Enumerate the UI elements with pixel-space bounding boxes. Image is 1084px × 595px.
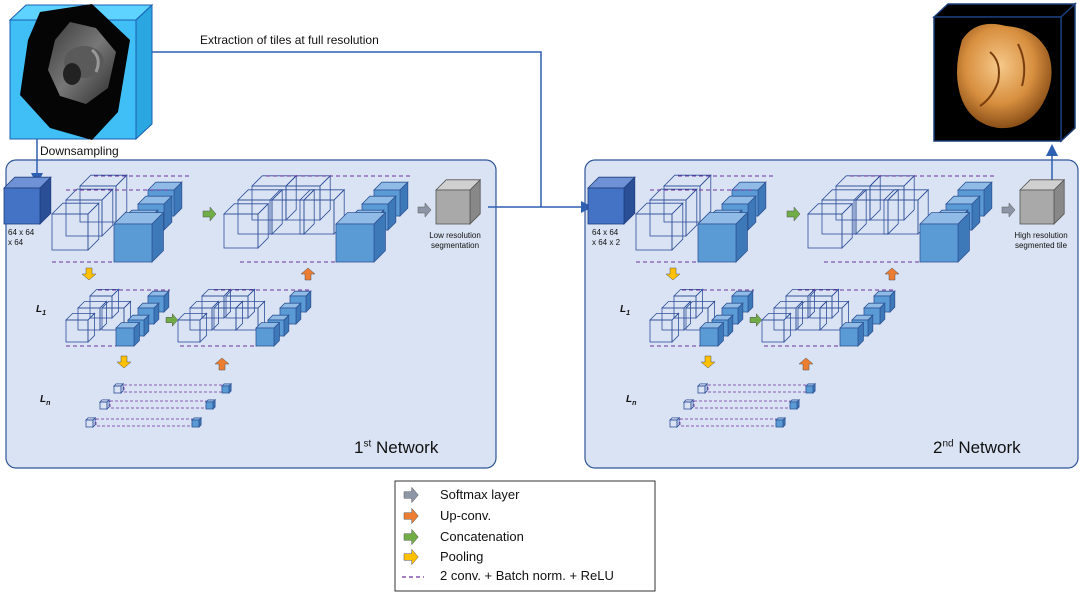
l1-encoder-outline-cube bbox=[661, 300, 692, 331]
ln-input-cube bbox=[669, 416, 681, 428]
encoder-output-cube bbox=[697, 211, 749, 263]
legend-upconv-label: Up-conv. bbox=[440, 508, 492, 523]
downsampling-label: Downsampling bbox=[40, 144, 119, 158]
concat-arrow-l0 bbox=[786, 206, 801, 222]
decoder-outline-cube bbox=[807, 202, 854, 249]
concat-arrow-l1 bbox=[165, 313, 179, 327]
decoder-outline-cube bbox=[223, 202, 270, 249]
decoder-outline-cube bbox=[269, 188, 316, 235]
softmax-arrow bbox=[1001, 202, 1016, 218]
l1-encoder-outline-cube bbox=[673, 288, 704, 319]
ln-output-cube bbox=[775, 416, 787, 428]
ln-output-cube bbox=[221, 382, 233, 394]
arrow-yellow-icon bbox=[403, 548, 419, 566]
net2-title: 2nd Network bbox=[933, 438, 1021, 457]
first-network-panel bbox=[5, 159, 497, 469]
l1-decoder-outline-cube bbox=[177, 312, 208, 343]
upconv-arrow-ln bbox=[214, 357, 230, 371]
net1-level1-label: L1 bbox=[36, 304, 47, 317]
softmax-arrow bbox=[417, 202, 432, 218]
l1-decoder-outline-cube bbox=[809, 288, 840, 319]
ln-output-cube bbox=[789, 398, 801, 410]
encoder-outline-cube bbox=[79, 174, 128, 223]
l1-encoder-outline-cube bbox=[65, 312, 96, 343]
pooling-arrow-ln bbox=[700, 355, 716, 369]
upconv-arrow-ln bbox=[798, 357, 814, 371]
legend-conv-label: 2 conv. + Batch norm. + ReLU bbox=[440, 568, 614, 583]
l1-decoder-outline-cube bbox=[225, 288, 256, 319]
l1-decoder-outline-cube bbox=[761, 312, 792, 343]
net2-leveln-label: Ln bbox=[626, 394, 637, 407]
pooling-arrow-l0 bbox=[81, 267, 97, 281]
upconv-arrow-l0 bbox=[884, 267, 900, 281]
extraction-label: Extraction of tiles at full resolution bbox=[200, 33, 379, 47]
l1-encoder-outline-cube bbox=[89, 288, 120, 319]
l1-decoder-outline-cube bbox=[785, 288, 816, 319]
second-network-diagram bbox=[587, 174, 1066, 428]
ln-output-cube bbox=[205, 398, 217, 410]
ln-conv-band bbox=[679, 418, 777, 427]
encoder-outline-cube bbox=[635, 202, 684, 251]
encoder-outline-cube bbox=[51, 202, 100, 251]
segmented-heart-cube bbox=[932, 2, 1077, 143]
decoder-output-cube bbox=[335, 211, 387, 263]
legend-concatenation-label: Concatenation bbox=[440, 529, 524, 544]
ln-input-cube bbox=[683, 398, 695, 410]
legend-pooling-label: Pooling bbox=[440, 549, 484, 564]
extraction-path bbox=[152, 51, 542, 207]
ln-conv-band bbox=[95, 418, 193, 427]
arrow-green-icon bbox=[403, 528, 419, 546]
softmax-output-cube bbox=[1019, 178, 1066, 225]
ln-input-cube bbox=[697, 382, 709, 394]
encoder-outline-cube bbox=[649, 188, 698, 237]
l1-decoder-outline-cube bbox=[201, 288, 232, 319]
ln-input-cube bbox=[85, 416, 97, 428]
first-network-diagram bbox=[3, 174, 482, 428]
upconv-arrow-l0 bbox=[300, 267, 316, 281]
l1-encoder-outline-cube bbox=[649, 312, 680, 343]
encoder-outline-cube bbox=[65, 188, 114, 237]
legend-softmax-label: Softmax layer bbox=[440, 487, 520, 502]
softmax-output-cube bbox=[435, 178, 482, 225]
l1-decoder-output-cube bbox=[839, 321, 865, 347]
encoder-output-cube bbox=[113, 211, 165, 263]
concat-arrow-l1 bbox=[749, 313, 763, 327]
decoder-output-cube bbox=[919, 211, 971, 263]
encoder-outline-cube bbox=[663, 174, 712, 223]
ln-conv-band bbox=[693, 400, 791, 409]
l1-decoder-outline-cube bbox=[773, 300, 804, 331]
l1-decoder-output-cube bbox=[255, 321, 281, 347]
net2-level1-label: L1 bbox=[620, 304, 631, 317]
concat-arrow-l0 bbox=[202, 206, 217, 222]
arrow-orange-icon bbox=[403, 507, 419, 525]
l1-decoder-outline-cube bbox=[189, 300, 220, 331]
ln-conv-band bbox=[109, 400, 207, 409]
ct-volume-cube bbox=[8, 3, 154, 141]
ln-output-cube bbox=[805, 382, 817, 394]
legend bbox=[394, 480, 656, 592]
l1-encoder-outline-cube bbox=[77, 300, 108, 331]
second-network-panel bbox=[584, 159, 1079, 469]
net1-leveln-label: Ln bbox=[40, 394, 51, 407]
arrow-gray-icon bbox=[403, 486, 419, 504]
ln-output-cube bbox=[191, 416, 203, 428]
input-cube bbox=[587, 176, 636, 225]
pooling-arrow-l0 bbox=[665, 267, 681, 281]
ln-input-cube bbox=[99, 398, 111, 410]
pooling-arrow-ln bbox=[116, 355, 132, 369]
net1-title: 1st Network bbox=[354, 438, 439, 457]
input-cube bbox=[3, 176, 52, 225]
l1-encoder-output-cube bbox=[699, 321, 725, 347]
l1-encoder-output-cube bbox=[115, 321, 141, 347]
ln-input-cube bbox=[113, 382, 125, 394]
